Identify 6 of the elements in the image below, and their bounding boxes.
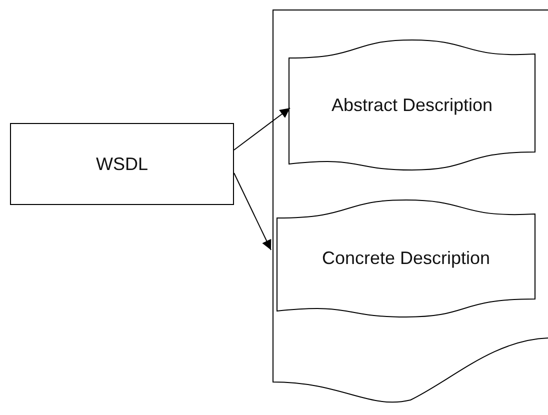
node-label: Abstract Description xyxy=(331,94,493,116)
arrow xyxy=(234,108,290,150)
node-label: WSDL xyxy=(96,154,148,174)
process-box xyxy=(10,123,234,205)
node-label: Concrete Description xyxy=(322,248,490,269)
arrow xyxy=(234,172,272,250)
